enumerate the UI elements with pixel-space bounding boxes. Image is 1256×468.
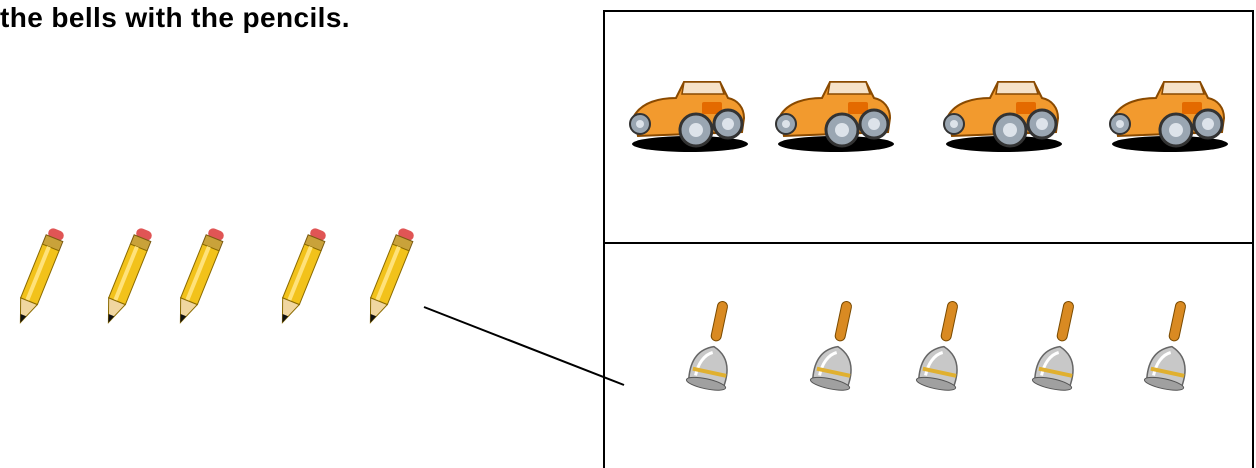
pencil-icon[interactable] — [268, 226, 332, 332]
pencil-icon[interactable] — [6, 226, 70, 332]
car-icon — [770, 72, 896, 156]
car-icon — [1104, 72, 1230, 156]
pencil-icon[interactable] — [94, 226, 158, 332]
car-icon — [938, 72, 1064, 156]
instruction-text: the bells with the pencils. — [0, 2, 350, 34]
bell-icon[interactable] — [676, 296, 746, 396]
bell-icon[interactable] — [1022, 296, 1092, 396]
car-icon — [624, 72, 750, 156]
pencil-icon[interactable] — [356, 226, 420, 332]
bell-icon[interactable] — [800, 296, 870, 396]
bell-icon[interactable] — [1134, 296, 1204, 396]
pencil-icon[interactable] — [166, 226, 230, 332]
bell-icon[interactable] — [906, 296, 976, 396]
